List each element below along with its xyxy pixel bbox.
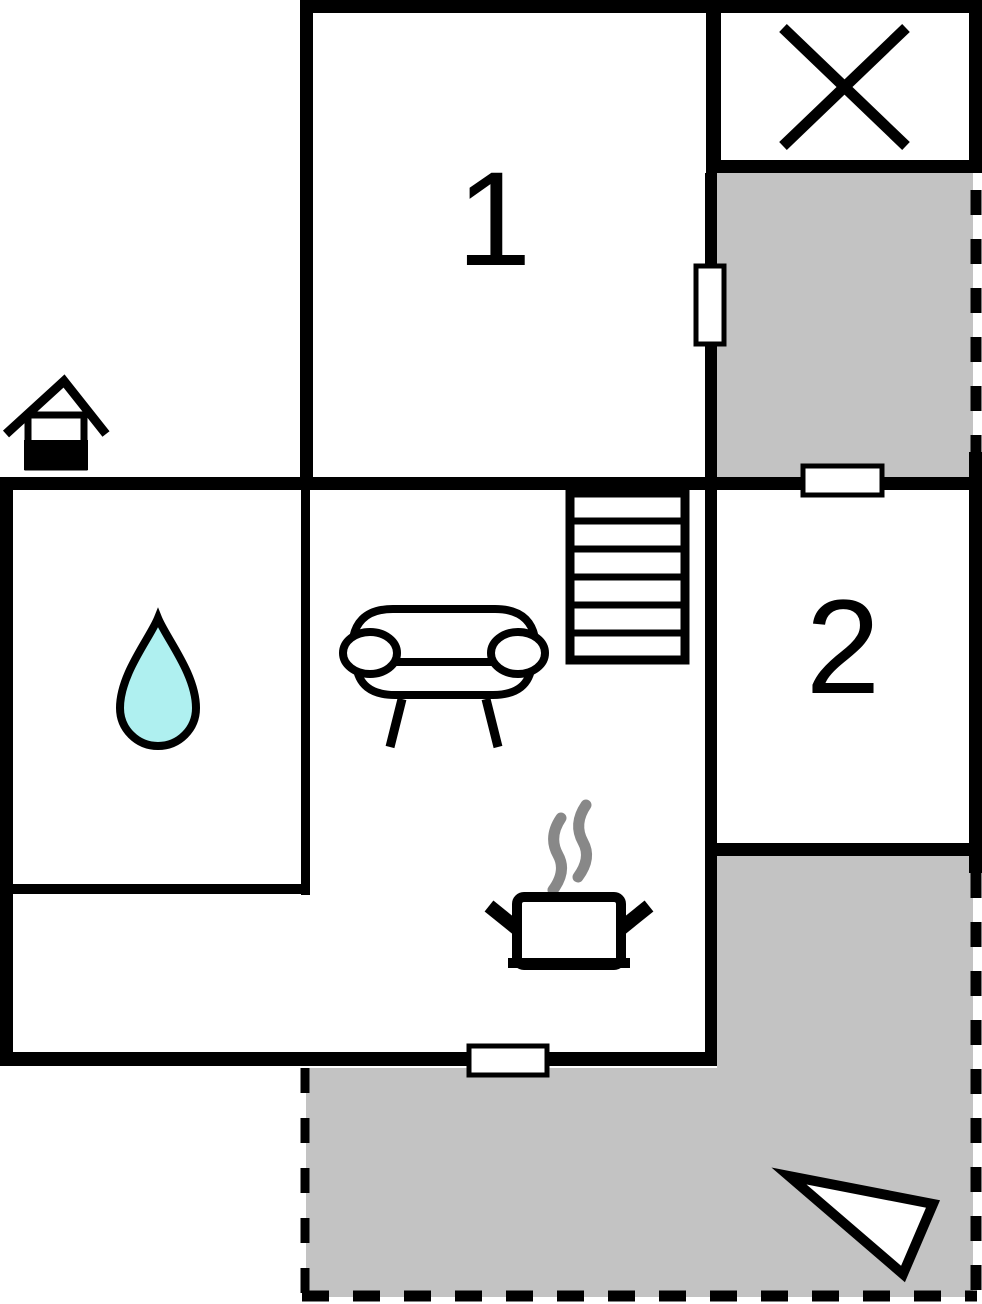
house-body-lower <box>24 440 88 470</box>
wall-xroom-left <box>706 0 721 173</box>
wall-right-upper <box>969 0 982 173</box>
wall-top <box>300 0 982 13</box>
house-icon <box>2 374 110 471</box>
sofa-seat <box>352 663 536 699</box>
wall-terrace-left-a <box>705 173 717 269</box>
wall-bathroom-right <box>301 490 310 895</box>
stairs-icon <box>565 488 690 665</box>
door-opening-kitchen <box>466 1043 550 1078</box>
pot-body <box>512 892 626 970</box>
sofa-icon <box>339 605 549 749</box>
north-arrow-icon <box>771 1167 941 1283</box>
wall-main-horizontal <box>0 477 982 490</box>
wall-xroom-bottom <box>706 160 982 173</box>
crossed-room-icon <box>779 24 910 150</box>
water-drop-icon <box>115 607 201 751</box>
sofa-armrest-left <box>339 628 401 678</box>
wall-room2-right <box>969 452 982 873</box>
steam-wisp-left <box>547 812 568 896</box>
terrace-dashed-boundary <box>300 190 982 1302</box>
wall-room1-left <box>300 0 313 490</box>
wall-kitchen-bottom <box>0 1052 717 1066</box>
room-1-label: 1 <box>457 145 532 294</box>
door-opening-terrace <box>693 263 727 347</box>
sofa-leg-left <box>385 697 407 749</box>
wall-terrace-left-b <box>705 342 717 478</box>
wall-kitchen-terrace-divider <box>705 856 717 1066</box>
room-2-label: 2 <box>806 573 881 722</box>
steam-wisp-right <box>572 799 593 883</box>
door-opening-room2 <box>800 463 885 498</box>
wall-bathroom-bottom <box>0 884 310 894</box>
wall-left-outer <box>0 477 13 1066</box>
cross-line-2 <box>779 24 910 150</box>
walls <box>0 0 982 1066</box>
doors <box>466 263 885 1078</box>
cooking-pot-icon <box>484 799 654 970</box>
wall-room2-bottom <box>705 843 982 856</box>
steam-icon <box>547 799 593 896</box>
house-roof <box>2 374 110 438</box>
sofa-armrest-right <box>487 628 549 678</box>
sofa-leg-right <box>481 697 503 749</box>
wall-living-room2-divider <box>705 490 717 843</box>
terrace-upper <box>717 173 973 477</box>
